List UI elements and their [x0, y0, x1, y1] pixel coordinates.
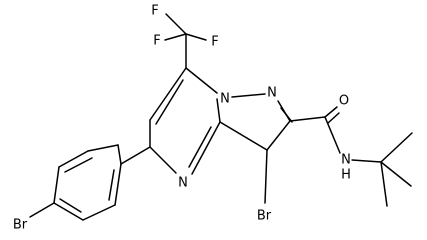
bond-line: [117, 144, 122, 165]
atom-label-background: [177, 176, 189, 190]
bond-line: [149, 146, 177, 174]
atom-label-n-pyrimidine: N: [178, 176, 188, 191]
bond-line: [188, 126, 212, 168]
bond-line: [264, 149, 268, 204]
bond-line: [327, 112, 340, 124]
bond-line: [164, 33, 187, 41]
bond-line: [324, 116, 341, 154]
atom-label-background: [266, 86, 278, 100]
atom-label-f-left: F: [153, 34, 160, 49]
atom-label-f-right: F: [211, 35, 218, 50]
bond-line: [29, 202, 55, 218]
bond-line: [87, 144, 119, 152]
bond-line: [53, 166, 60, 204]
bond-line: [185, 33, 207, 41]
atom-label-background: [151, 34, 163, 48]
bond-line: [82, 204, 116, 221]
atom-label-o-carbonyl: O: [339, 94, 349, 109]
atom-label-background: [340, 153, 352, 167]
atom-label-h-amide: H: [341, 168, 351, 183]
atom-label-n-bridge: N: [220, 92, 230, 107]
atom-label-background: [11, 218, 29, 232]
bond-line: [231, 93, 266, 98]
atom-label-background: [255, 209, 273, 223]
atom-label-br-ring: Br: [257, 209, 272, 224]
atom-label-background: [209, 35, 221, 49]
bond-line: [380, 132, 413, 163]
bond-lines: [29, 13, 413, 221]
bond-line: [380, 161, 388, 207]
bond-line: [280, 107, 293, 123]
bond-line: [324, 106, 338, 118]
bond-line: [114, 163, 122, 206]
bond-line: [120, 146, 151, 165]
atom-label-background: [149, 4, 161, 18]
bond-line: [289, 116, 326, 122]
atom-label-br-aryl: Br: [13, 218, 28, 233]
atom-label-background: [338, 94, 350, 108]
bond-line: [380, 161, 412, 187]
bond-line: [219, 121, 268, 151]
bond-line: [185, 67, 218, 94]
bond-line: [191, 121, 221, 175]
atom-label-background: [340, 168, 352, 182]
bond-line: [108, 169, 115, 201]
bond-line: [59, 198, 82, 213]
bond-line: [351, 159, 382, 163]
bond-line: [64, 157, 93, 173]
bond-line: [155, 79, 184, 125]
atom-label-n-ring: N: [267, 86, 277, 101]
atom-label-n-amide: N: [341, 153, 351, 168]
atom-label-f-top: F: [151, 4, 158, 19]
bond-line: [58, 150, 89, 168]
bond-line: [266, 120, 291, 151]
atom-label-background: [219, 92, 231, 106]
bond-line: [149, 67, 187, 121]
bond-line: [216, 98, 221, 123]
bond-line: [165, 13, 187, 35]
bond-line: [53, 202, 84, 221]
